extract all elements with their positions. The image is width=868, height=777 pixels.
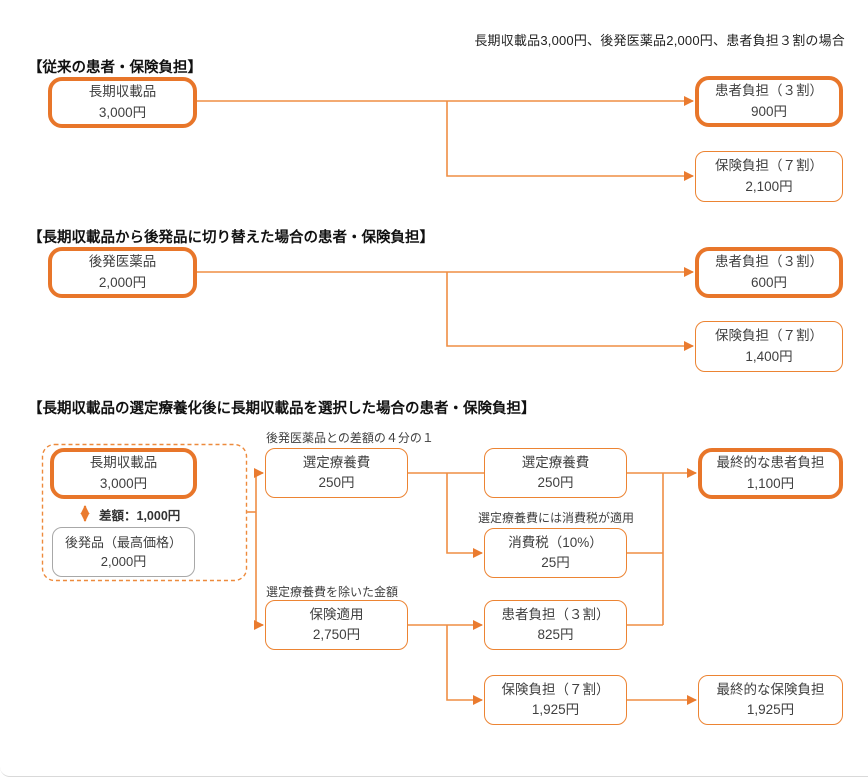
node-label: 選定療養費 xyxy=(521,454,590,470)
node-amount: 1,400円 xyxy=(745,348,793,364)
node-label: 患者負担（３割） xyxy=(715,83,823,99)
node-amount: 2,000円 xyxy=(98,274,147,290)
note-consumption-tax-applied: 選定療養費には消費税が適用 xyxy=(478,511,635,525)
node-s1-source: 長期収載品 3,000円 xyxy=(48,77,197,128)
node-amount: 2,750円 xyxy=(312,627,361,642)
node-s2-source: 後発医薬品 2,000円 xyxy=(48,247,197,298)
node-label: 保険負担（７割） xyxy=(715,328,823,344)
section3-heading: 【長期収載品の選定療養化後に長期収載品を選択した場合の患者・保険負担】 xyxy=(28,401,536,417)
node-label: 保険負担（７割） xyxy=(501,681,610,697)
node-amount: 250円 xyxy=(537,475,574,490)
node-amount: 900円 xyxy=(750,103,788,119)
node-label: 患者負担（３割） xyxy=(501,606,610,622)
node-s3-patient-burden: 患者負担（３割） 825円 xyxy=(484,600,627,650)
node-label: 保険負担（７割） xyxy=(715,158,823,174)
node-amount: 600円 xyxy=(750,274,788,290)
node-label: 後発医薬品 xyxy=(88,254,157,270)
note-excluding-sentei-fee: 選定療養費を除いた金額 xyxy=(266,585,399,599)
node-s1-insurer-burden: 保険負担（７割） 2,100円 xyxy=(695,151,843,202)
node-s3-final-insurer-burden: 最終的な保険負担 1,925円 xyxy=(698,675,843,725)
node-label: 消費税（10%） xyxy=(508,534,603,550)
node-s3-sentei-fee-1: 選定療養費 250円 xyxy=(265,448,408,498)
node-label: 患者負担（３割） xyxy=(715,254,823,270)
node-label: 長期収載品 xyxy=(88,84,157,100)
node-s3-generic: 後発品（最高価格） 2,000円 xyxy=(52,527,195,577)
node-s2-insurer-burden: 保険負担（７割） 1,400円 xyxy=(695,321,843,372)
node-s3-insurance-applied: 保険適用 2,750円 xyxy=(265,600,408,650)
section2-heading: 【長期収載品から後発品に切り替えた場合の患者・保険負担】 xyxy=(28,230,434,246)
node-amount: 2,000円 xyxy=(100,554,147,569)
section3-connectors xyxy=(246,468,697,705)
node-amount: 250円 xyxy=(318,475,355,490)
node-amount: 3,000円 xyxy=(99,475,148,491)
node-label: 保険適用 xyxy=(309,606,364,622)
node-amount: 3,000円 xyxy=(98,104,147,120)
note-quarter-of-difference: 後発医薬品との差額の４分の１ xyxy=(266,431,434,445)
node-label: 最終的な患者負担 xyxy=(716,455,825,471)
node-s1-patient-burden: 患者負担（３割） 900円 xyxy=(695,76,843,127)
section2-connectors xyxy=(197,267,694,351)
price-difference-label: 差額：1,000円 xyxy=(99,509,181,523)
case-assumption-note: 長期収載品3,000円、後発医薬品2,000円、患者負担３割の場合 xyxy=(474,33,845,48)
node-label: 最終的な保険負担 xyxy=(716,681,825,697)
node-s3-sentei-fee-2: 選定療養費 250円 xyxy=(484,448,627,498)
node-amount: 1,100円 xyxy=(746,475,795,491)
node-amount: 1,925円 xyxy=(746,702,795,717)
node-s3-final-patient-burden: 最終的な患者負担 1,100円 xyxy=(698,448,843,499)
node-amount: 25円 xyxy=(541,555,570,570)
node-s3-insurer-burden: 保険負担（７割） 1,925円 xyxy=(484,675,627,725)
node-label: 後発品（最高価格） xyxy=(64,534,182,550)
node-s2-patient-burden: 患者負担（３割） 600円 xyxy=(695,247,843,298)
node-s3-source: 長期収載品 3,000円 xyxy=(50,448,197,499)
node-amount: 825円 xyxy=(537,627,574,642)
node-label: 選定療養費 xyxy=(302,454,371,470)
node-s3-consumption-tax: 消費税（10%） 25円 xyxy=(484,528,627,578)
section1-connectors xyxy=(197,96,694,181)
node-label: 長期収載品 xyxy=(89,455,158,471)
node-amount: 2,100円 xyxy=(745,178,793,194)
section1-heading: 【従来の患者・保険負担】 xyxy=(28,60,202,76)
node-amount: 1,925円 xyxy=(531,702,580,717)
